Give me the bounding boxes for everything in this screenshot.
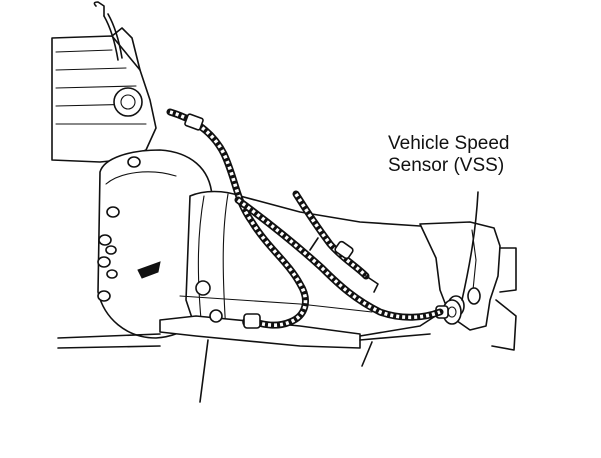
bellhousing-bolts xyxy=(97,156,141,302)
wiring-harness xyxy=(166,108,444,329)
vss-callout-label: Vehicle Speed Sensor (VSS) xyxy=(388,133,558,177)
dipstick-tube xyxy=(93,1,123,61)
vss-label-line2: Sensor (VSS) xyxy=(388,155,505,176)
transmission-case xyxy=(159,190,477,349)
crossmember xyxy=(57,333,431,349)
speed-sensor xyxy=(435,299,462,325)
bellhousing xyxy=(97,149,213,339)
vss-leader-line xyxy=(461,191,479,301)
vss-label-line1: Vehicle Speed xyxy=(388,133,510,154)
engine-block xyxy=(51,27,157,163)
lower-pointer-lines xyxy=(199,339,373,403)
